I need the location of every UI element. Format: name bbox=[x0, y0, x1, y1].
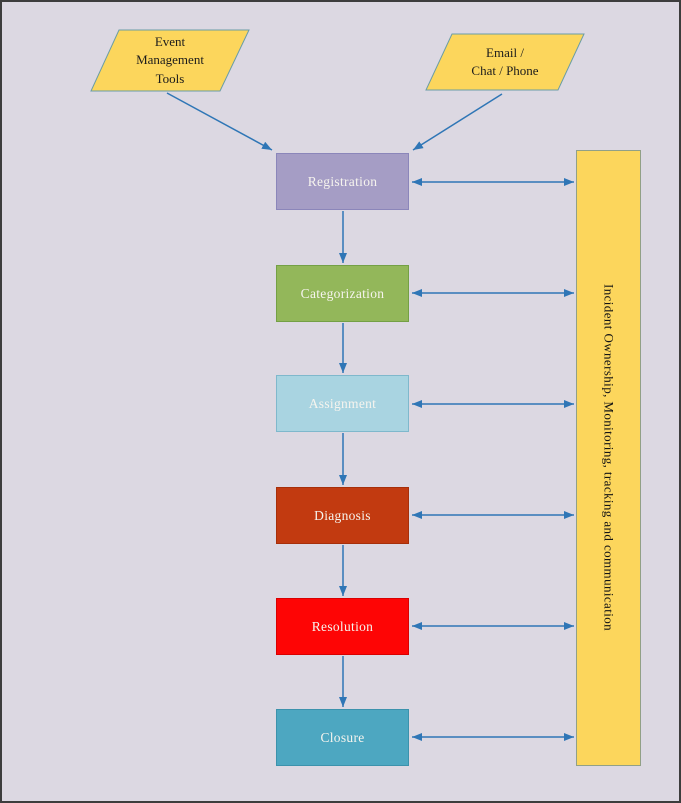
step-assignment: Assignment bbox=[276, 375, 409, 432]
step-label: Resolution bbox=[311, 618, 374, 634]
step-diagnosis: Diagnosis bbox=[276, 487, 409, 544]
source-label: Email / Chat / Phone bbox=[471, 44, 539, 78]
step-label: Assignment bbox=[308, 395, 377, 411]
step-label: Diagnosis bbox=[314, 507, 371, 523]
step-label: Categorization bbox=[300, 285, 385, 301]
sidebar-incident-ownership: Incident Ownership, Monitoring, tracking… bbox=[576, 150, 641, 766]
parallelogram-shape bbox=[90, 29, 250, 92]
step-closure: Closure bbox=[276, 709, 409, 766]
source-event-management-tools: Event Management Tools bbox=[90, 29, 250, 92]
step-categorization: Categorization bbox=[276, 265, 409, 322]
parallelogram-shape bbox=[425, 33, 585, 91]
arrow-event-tools-to-registration bbox=[166, 92, 273, 151]
step-registration: Registration bbox=[276, 153, 409, 210]
source-label: Event Management Tools bbox=[136, 33, 204, 86]
step-label: Registration bbox=[307, 173, 378, 189]
step-label: Closure bbox=[320, 729, 365, 745]
source-email-chat-phone: Email / Chat / Phone bbox=[425, 33, 585, 91]
step-resolution: Resolution bbox=[276, 598, 409, 655]
arrow-email-to-registration bbox=[412, 93, 503, 151]
sidebar-label: Incident Ownership, Monitoring, tracking… bbox=[601, 284, 617, 632]
